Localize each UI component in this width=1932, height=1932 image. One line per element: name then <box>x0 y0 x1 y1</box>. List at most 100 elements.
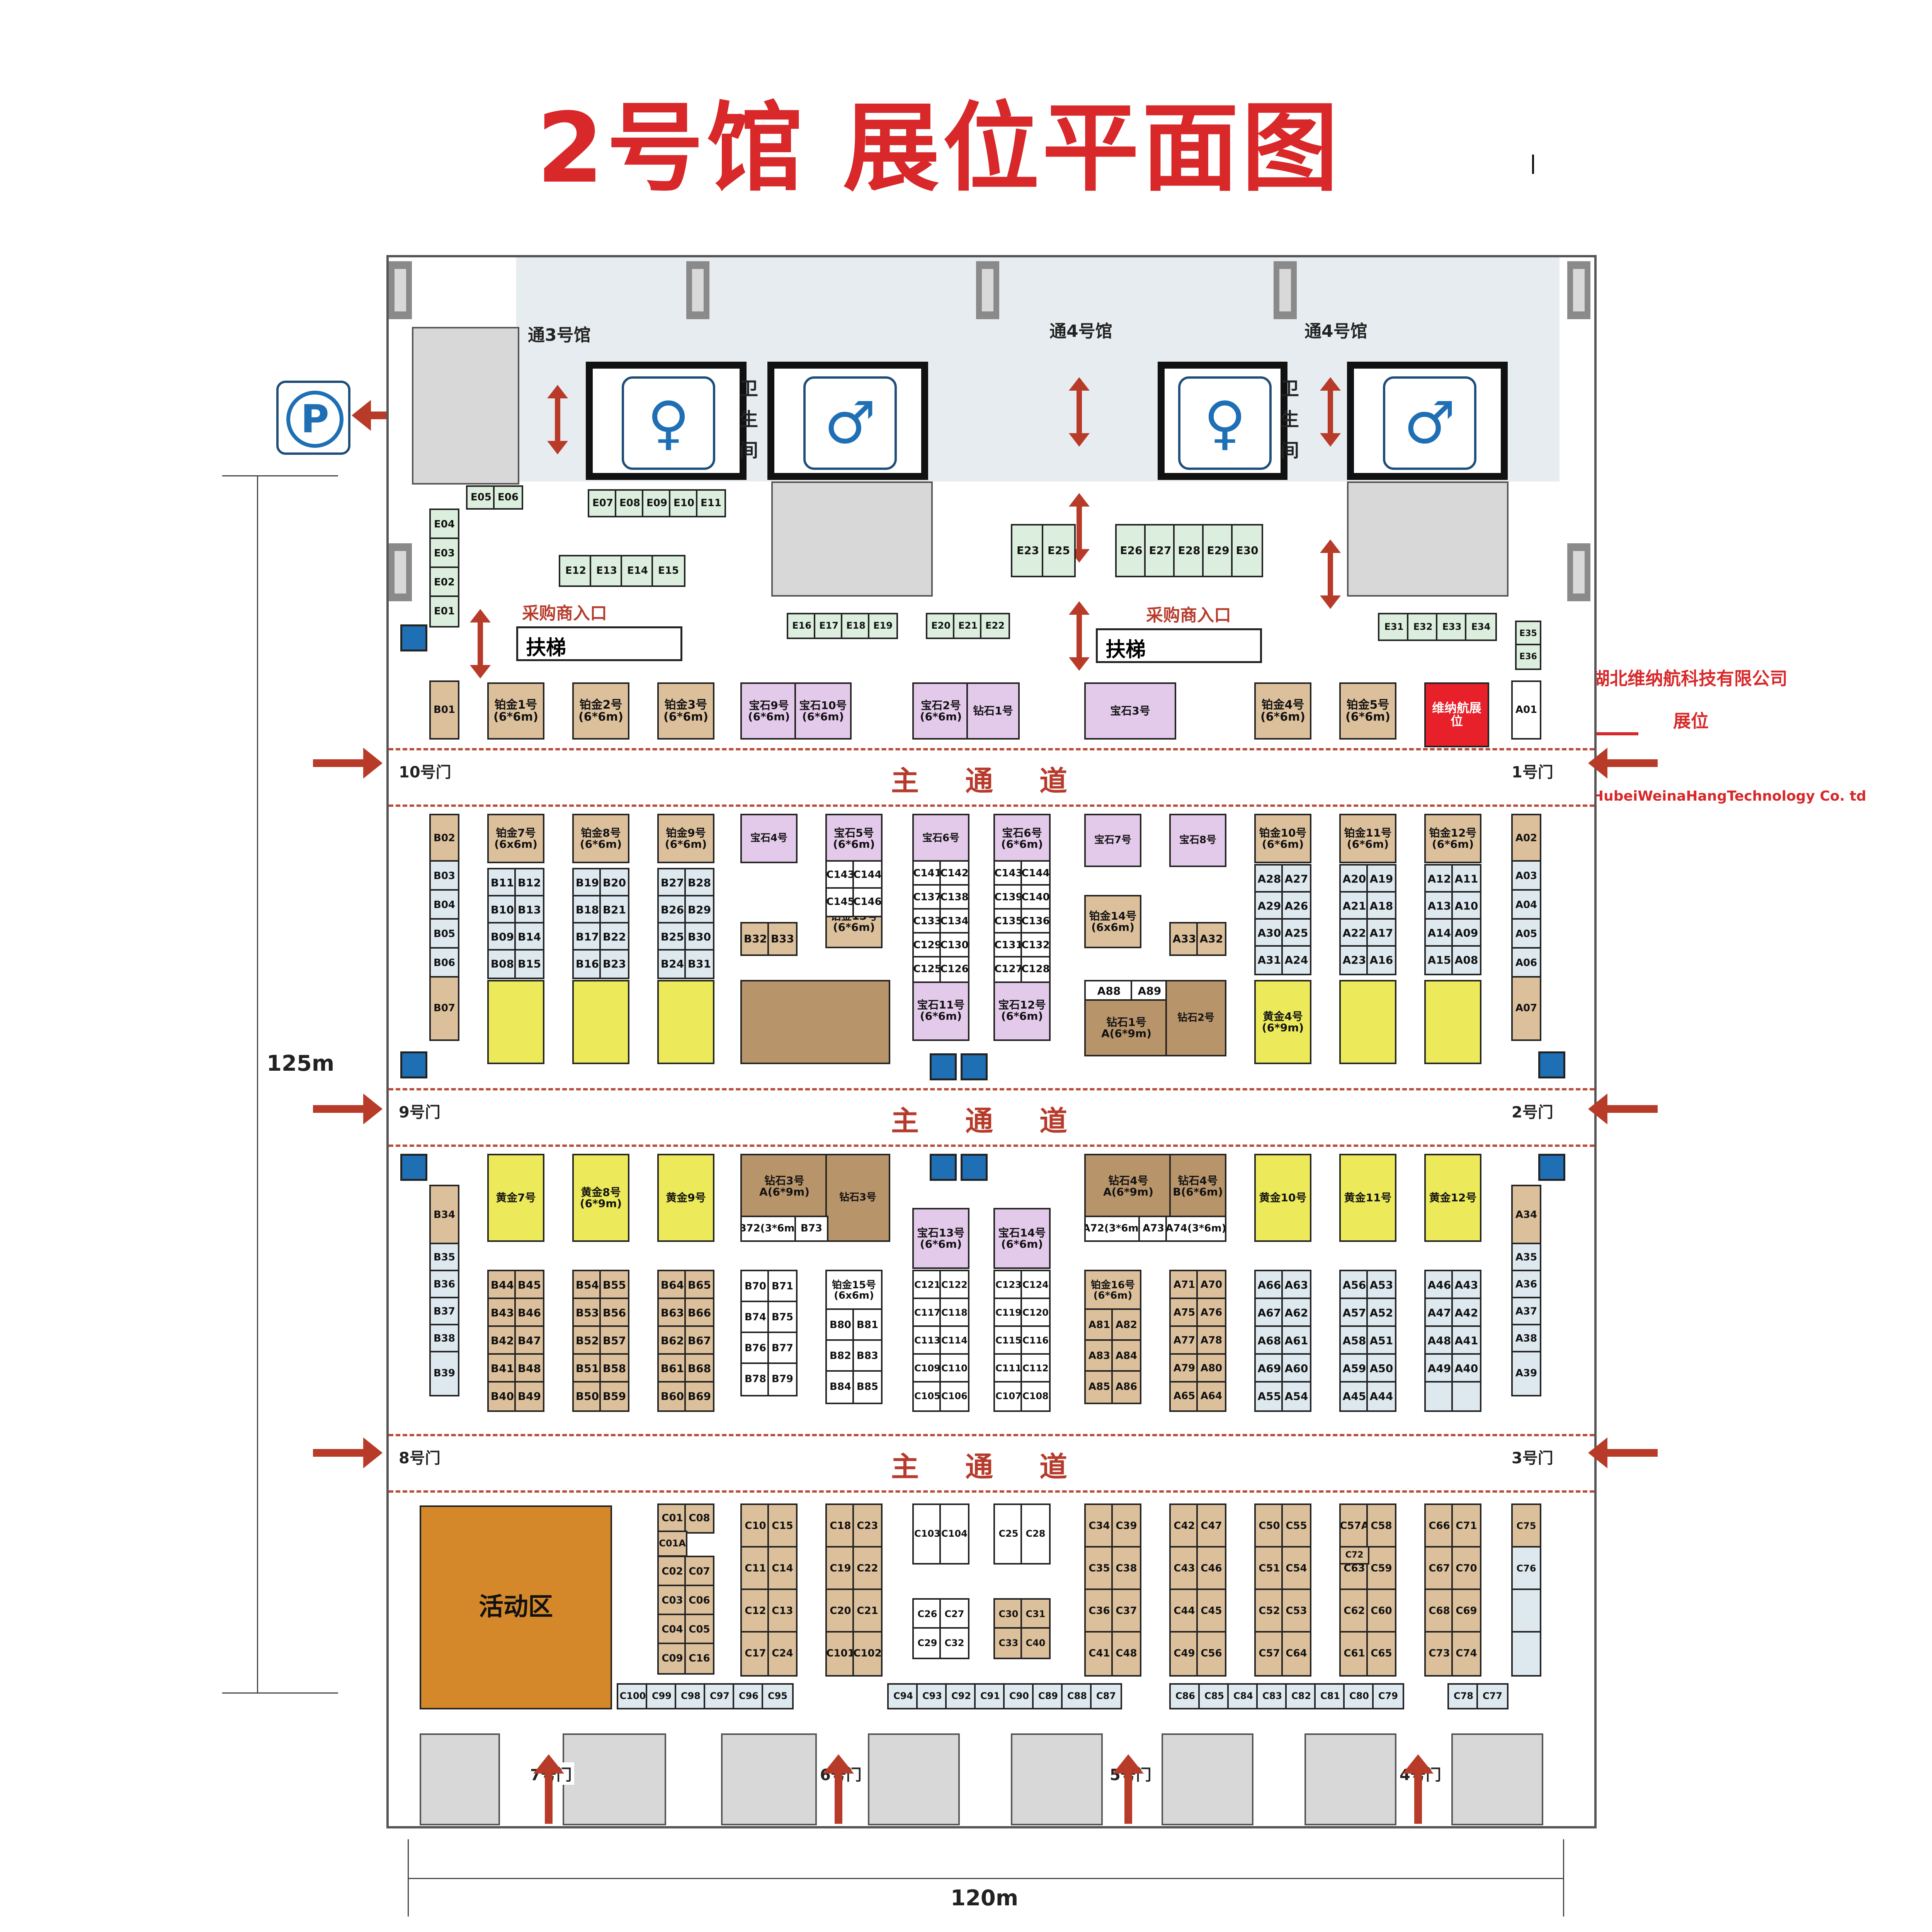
booth-c109[interactable]: C109 <box>912 1353 942 1384</box>
main-aisle-1[interactable]: 主通道 <box>389 748 1594 807</box>
booth-gold-3[interactable] <box>657 980 714 1064</box>
booth-platinum-2[interactable]: 铂金2号(6*6m) <box>572 682 629 740</box>
booth-c102[interactable]: C102 <box>852 1631 883 1677</box>
booth-c143[interactable]: C143 <box>993 860 1024 887</box>
booth-c111[interactable]: C111 <box>993 1353 1024 1384</box>
booth-a76[interactable]: A76 <box>1196 1298 1226 1328</box>
booth-c06[interactable]: C06 <box>684 1585 714 1617</box>
booth-c74[interactable]: C74 <box>1451 1631 1481 1677</box>
booth-e10[interactable]: E10 <box>669 489 699 517</box>
booth-a14[interactable]: A14 <box>1424 918 1454 948</box>
booth-a29[interactable]: A29 <box>1254 891 1284 921</box>
booth-b83[interactable]: B83 <box>852 1339 883 1373</box>
booth-c41[interactable]: C41 <box>1084 1631 1114 1677</box>
booth-a48[interactable]: A48 <box>1424 1325 1454 1356</box>
booth-e02[interactable]: E02 <box>429 566 459 599</box>
booth-c85[interactable]: C85 <box>1198 1683 1230 1709</box>
booth-c108[interactable]: C108 <box>1020 1381 1051 1412</box>
booth-a41[interactable]: A41 <box>1451 1325 1481 1356</box>
booth-a28[interactable]: A28 <box>1254 864 1284 894</box>
booth-gem-6a[interactable]: 宝石6号 <box>912 814 969 863</box>
booth-c104[interactable]: C104 <box>939 1503 969 1565</box>
booth-c62[interactable]: C62 <box>1339 1588 1369 1634</box>
booth-c27[interactable]: C27 <box>939 1598 969 1630</box>
booth-c68[interactable]: C68 <box>1424 1588 1454 1634</box>
booth-e04[interactable]: E04 <box>429 509 459 541</box>
booth-a36[interactable]: A36 <box>1511 1270 1541 1300</box>
booth-c142[interactable]: C142 <box>939 860 969 887</box>
booth-c37[interactable]: C37 <box>1111 1588 1141 1634</box>
booth-a83[interactable]: A83 <box>1084 1339 1114 1373</box>
door-2[interactable]: 2号门 <box>1509 1100 1556 1122</box>
booth-c92[interactable]: C92 <box>945 1683 977 1709</box>
booth-diamond-3a[interactable]: 钻石3号A(6*9m) <box>740 1154 828 1219</box>
booth-a68[interactable]: A68 <box>1254 1325 1284 1356</box>
booth-a22[interactable]: A22 <box>1339 918 1369 948</box>
booth-c82[interactable]: C82 <box>1285 1683 1317 1709</box>
booth-c103[interactable]: C103 <box>912 1503 942 1565</box>
booth-c40[interactable]: C40 <box>1020 1627 1051 1659</box>
booth-gold-6[interactable] <box>1424 980 1481 1064</box>
booth-c101[interactable]: C101 <box>825 1631 855 1677</box>
booth-c02[interactable]: C02 <box>657 1556 687 1588</box>
booth-c134[interactable]: C134 <box>939 908 969 935</box>
booth-c08[interactable]: C08 <box>684 1503 714 1534</box>
booth-c87[interactable]: C87 <box>1090 1683 1122 1709</box>
booth-a09[interactable]: A09 <box>1451 918 1481 948</box>
booth-b21[interactable]: B21 <box>599 895 629 925</box>
booth-c31[interactable]: C31 <box>1020 1598 1051 1630</box>
booth-e29[interactable]: E29 <box>1202 524 1234 577</box>
booth-c138[interactable]: C138 <box>939 884 969 911</box>
booth-diamond-1a[interactable]: 钻石1号A(6*9m) <box>1084 999 1168 1056</box>
booth-c57a[interactable]: C57A <box>1339 1503 1369 1549</box>
booth-a42[interactable]: A42 <box>1451 1298 1481 1328</box>
booth-diamond-4b[interactable]: 钻石4号B(6*6m) <box>1169 1154 1226 1219</box>
booth-e08[interactable]: E08 <box>615 489 645 517</box>
booth-c72[interactable]: C72 <box>1339 1546 1369 1565</box>
booth-gold-1[interactable] <box>487 980 544 1064</box>
booth-gold-7[interactable]: 黄金7号 <box>487 1154 544 1242</box>
booth-b85[interactable]: B85 <box>852 1370 883 1404</box>
booth-platinum-11[interactable]: 铂金11号(6*6m) <box>1339 814 1396 863</box>
booth-c51[interactable]: C51 <box>1254 1546 1284 1592</box>
booth-b63[interactable]: B63 <box>657 1298 687 1328</box>
booth-c47[interactable]: C47 <box>1196 1503 1226 1549</box>
booth-a18[interactable]: A18 <box>1366 891 1396 921</box>
booth-b08[interactable]: B08 <box>487 949 517 979</box>
booth-diamond-4a[interactable]: 钻石4号A(6*9m) <box>1084 1154 1172 1219</box>
booth-a07[interactable]: A07 <box>1511 976 1541 1041</box>
booth-c71[interactable]: C71 <box>1451 1503 1481 1549</box>
booth-c21[interactable]: C21 <box>852 1588 883 1634</box>
booth-a88[interactable]: A88 <box>1084 980 1134 1002</box>
booth-e12[interactable]: E12 <box>559 555 593 587</box>
booth-c28[interactable]: C28 <box>1020 1503 1051 1565</box>
booth-c09[interactable]: C09 <box>657 1643 687 1675</box>
booth-e05[interactable]: E05 <box>466 485 496 510</box>
booth-a35[interactable]: A35 <box>1511 1243 1541 1273</box>
booth-c43[interactable]: C43 <box>1169 1546 1199 1592</box>
booth-b41[interactable]: B41 <box>487 1353 517 1384</box>
booth-e22[interactable]: E22 <box>980 613 1010 639</box>
booth-b42[interactable]: B42 <box>487 1325 517 1356</box>
booth-b44[interactable]: B44 <box>487 1270 517 1301</box>
booth-a77[interactable]: A77 <box>1169 1325 1199 1356</box>
booth-c73[interactable]: C73 <box>1424 1631 1454 1677</box>
booth-b47[interactable]: B47 <box>514 1325 544 1356</box>
booth-b51[interactable]: B51 <box>572 1353 602 1384</box>
booth-b19[interactable]: B19 <box>572 868 602 898</box>
booth-a40[interactable]: A40 <box>1451 1353 1481 1384</box>
booth-c75[interactable]: C75 <box>1511 1503 1541 1549</box>
booth-diamond-1-small[interactable]: 钻石1号 <box>966 682 1020 740</box>
booth-e18[interactable]: E18 <box>841 613 871 639</box>
activity-zone[interactable]: 活动区 <box>420 1505 612 1709</box>
booth-c146[interactable]: C146 <box>852 887 883 917</box>
booth-c24[interactable]: C24 <box>767 1631 798 1677</box>
booth-b12[interactable]: B12 <box>514 868 544 898</box>
booth-a66[interactable]: A66 <box>1254 1270 1284 1301</box>
booth-e16[interactable]: E16 <box>787 613 817 639</box>
booth-c32[interactable]: C32 <box>939 1627 969 1659</box>
booth-b75[interactable]: B75 <box>767 1301 798 1335</box>
booth-b22[interactable]: B22 <box>599 922 629 952</box>
booth-b31[interactable]: B31 <box>684 949 714 979</box>
booth-c105[interactable]: C105 <box>912 1381 942 1412</box>
